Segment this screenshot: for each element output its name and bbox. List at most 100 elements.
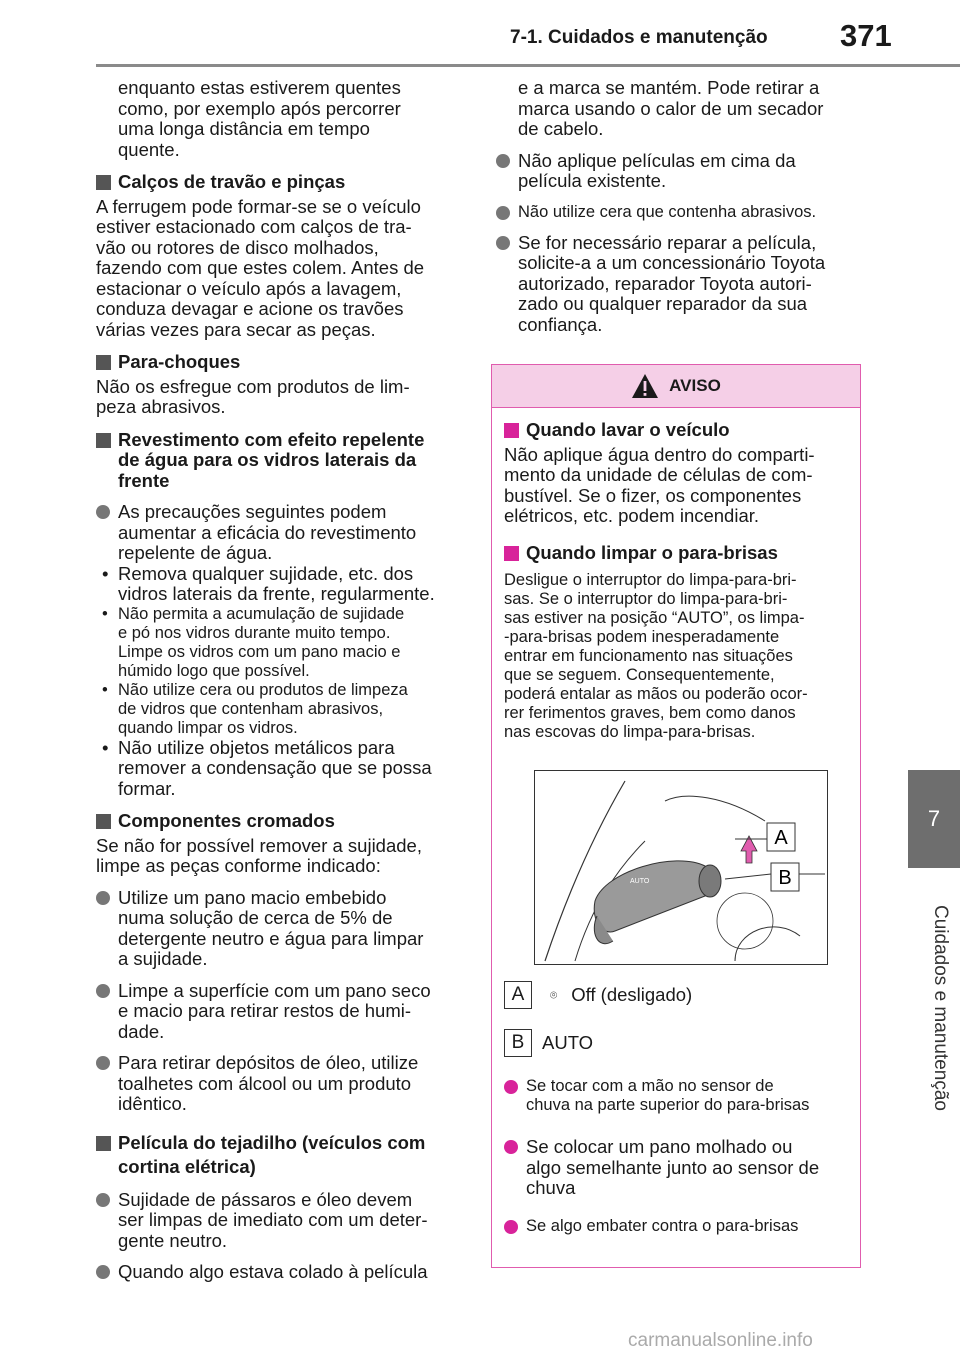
text-line: estacionar o veículo após a lavagem, xyxy=(96,277,402,299)
text-line: Sujidade de pássaros e óleo devem xyxy=(118,1188,413,1210)
square-bullet-icon xyxy=(96,355,111,370)
text-line: Revestimento com efeito repelente xyxy=(118,428,425,450)
text-line: gente neutro. xyxy=(118,1229,228,1251)
text-line: frente xyxy=(118,469,170,491)
heading-bumpers: Para-choques xyxy=(96,351,468,373)
text-line: Quando algo estava colado à película xyxy=(118,1261,428,1282)
text-line: zado ou qualquer reparador da sua xyxy=(518,293,808,314)
text-line: elétricos, etc. podem incendiar. xyxy=(504,505,760,526)
figure-label-b: B xyxy=(778,867,791,889)
text-line: mento da unidade de células de com- xyxy=(504,464,813,485)
text-line: peza abrasivos. xyxy=(96,396,226,417)
square-bullet-icon xyxy=(96,814,111,829)
text-line: entrar em funcionamento nas situações xyxy=(504,647,793,665)
text-line: a sujidade. xyxy=(118,948,208,969)
text-line: e pó nos vidros durante muito tempo. xyxy=(118,623,391,642)
text-line: fazendo com que estes colem. Antes de xyxy=(96,257,425,278)
text-line: Película do tejadilho (veículos com xyxy=(118,1131,426,1153)
text-line: e a marca se mantém. Pode retirar a xyxy=(518,77,820,98)
text-line: formar. xyxy=(118,777,176,799)
figure-label-a: A xyxy=(774,827,788,849)
text-line: conduza devagar e acione os travões xyxy=(96,298,404,319)
round-bullet-icon xyxy=(96,983,110,998)
text-line: estiver estacionado com calços de tra- xyxy=(96,216,412,237)
text-line: Não permita a acumulação de sujidade xyxy=(118,604,405,623)
round-bullet-icon xyxy=(504,1080,518,1094)
wiper-off-icon: ⌾ xyxy=(550,987,558,1002)
text-line: toalhetes com álcool ou um produto xyxy=(118,1072,412,1094)
round-bullet-icon xyxy=(96,890,110,905)
warning-bullet-impact: Se algo embater contra o para-brisas xyxy=(504,1217,850,1236)
round-bullet-icon xyxy=(96,505,110,519)
text-line: dade. xyxy=(118,1020,165,1042)
square-bullet-icon xyxy=(504,545,519,561)
legend-text-b: AUTO xyxy=(542,1031,594,1053)
text-line: enquanto estas estiverem quentes xyxy=(118,77,401,98)
text-line: de cabelo. xyxy=(518,118,604,139)
bullet-no-abrasive-wax: Não utilize cera que contenha abrasivos. xyxy=(496,203,866,222)
text-line: bustível. Se o fizer, os componentes xyxy=(504,484,802,506)
warning-header: AVISO xyxy=(492,365,860,408)
text-line: vidros laterais da frente, regularmente. xyxy=(118,583,435,604)
warning-triangle-icon xyxy=(632,374,659,398)
text-line: Desligue o interruptor do limpa-para-bri… xyxy=(504,571,797,589)
text-line: Não os esfregue com produtos de lim- xyxy=(96,375,410,397)
sub-bullet-no-wax: •Não utilize cera ou produtos de limpeza… xyxy=(102,680,408,737)
svg-text:AUTO: AUTO xyxy=(630,878,650,885)
text-line: Não utilize objetos metálicos para xyxy=(118,736,395,758)
text-line: As precauções seguintes podem xyxy=(118,501,387,522)
text-line: vão ou rotores de disco molhados, xyxy=(96,236,379,258)
page-number: 371 xyxy=(840,18,892,53)
text-line: quando limpar os vidros. xyxy=(118,718,298,737)
text-line: poderá entalar as mãos ou poderão ocor- xyxy=(504,685,808,703)
text-line: aumentar a eficácia do revestimento xyxy=(118,521,417,543)
text-line: Se algo embater contra o para-brisas xyxy=(526,1216,799,1235)
header-rule xyxy=(96,64,960,67)
text-line: idêntico. xyxy=(118,1093,187,1114)
warning-paragraph-windshield: Desligue o interruptor do limpa-para-bri… xyxy=(504,571,850,742)
text-line: uma longa distância em tempo xyxy=(118,118,370,139)
round-bullet-icon xyxy=(96,1056,110,1070)
text-line: Não utilize cera que contenha abrasivos. xyxy=(518,202,817,221)
text-line: Se tocar com a mão no sensor de xyxy=(526,1077,774,1095)
legend-label-a: A xyxy=(504,981,532,1009)
text-line: Para retirar depósitos de óleo, utilize xyxy=(118,1052,419,1073)
text-line: de vidros que contenham abrasivos, xyxy=(118,699,384,718)
bullet-something-stuck: Quando algo estava colado à película xyxy=(96,1261,468,1283)
text-line: de água para os vidros laterais da xyxy=(118,449,417,470)
text-line: nas escovas do limpa-para-brisas. xyxy=(504,723,756,741)
text-line: numa solução de cerca de 5% de xyxy=(118,907,393,928)
text-line: película existente. xyxy=(518,170,667,191)
square-bullet-icon xyxy=(96,1135,111,1151)
round-bullet-icon xyxy=(504,1140,518,1154)
text-line: como, por exemplo após percorrer xyxy=(118,97,401,119)
text-line: sas. Se o interruptor do limpa-para-bri- xyxy=(504,590,788,608)
text-line: Utilize um pano macio embebido xyxy=(118,886,387,908)
text-line: repelente de água. xyxy=(118,542,273,563)
round-bullet-icon xyxy=(496,153,510,168)
text-line: detergente neutro e água para limpar xyxy=(118,927,424,949)
round-bullet-icon xyxy=(96,1192,110,1207)
text-line: Se não for possível remover a sujidade, xyxy=(96,834,422,856)
text-line: chuva xyxy=(526,1177,576,1198)
round-bullet-icon xyxy=(96,1265,110,1279)
text-line: Limpe a superfície com um pano seco xyxy=(118,979,431,1001)
round-bullet-icon xyxy=(496,235,510,250)
square-bullet-icon xyxy=(504,423,519,438)
text-line: húmido logo que possível. xyxy=(118,661,310,680)
text-line: A ferrugem pode formar-se se o veículo xyxy=(96,195,421,217)
